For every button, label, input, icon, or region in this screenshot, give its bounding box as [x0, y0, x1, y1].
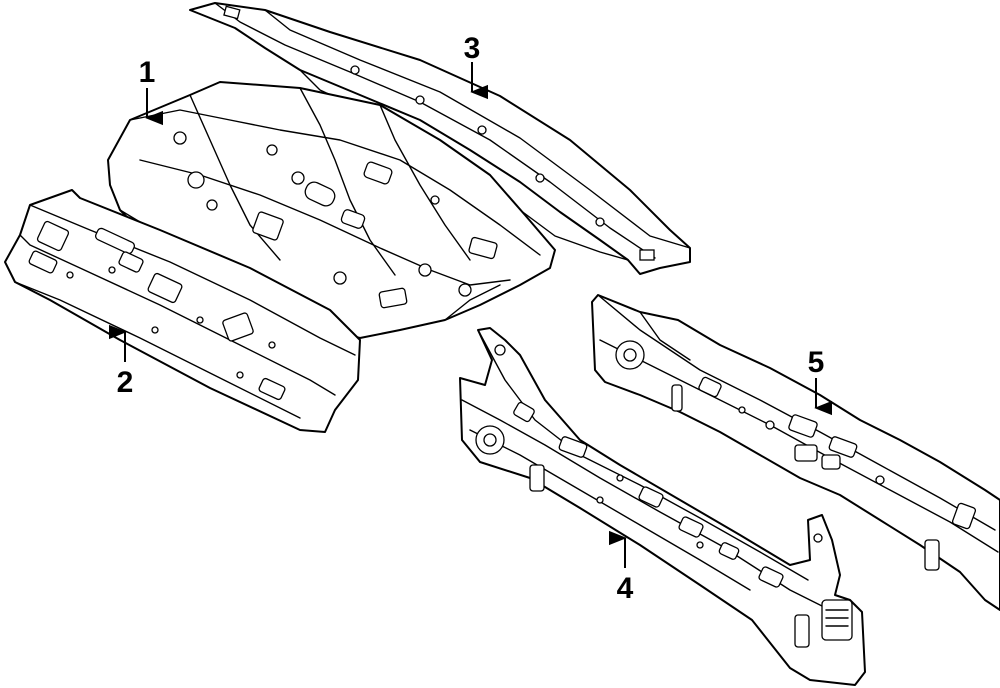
callout-4-label: 4: [617, 572, 634, 605]
callout-3: 3: [464, 32, 489, 100]
callout-2-label: 2: [117, 366, 134, 399]
part-5-rear-inner-panel[interactable]: [591, 294, 1000, 611]
callout-5: 5: [808, 346, 833, 416]
callout-2: 2: [108, 324, 134, 399]
part-2-floor-cross-member[interactable]: [4, 189, 361, 433]
part-4-rear-body-panel[interactable]: [459, 327, 866, 686]
callout-5-label: 5: [808, 346, 825, 379]
callout-4: 4: [608, 530, 634, 605]
part-3-upper-cross-rail[interactable]: [189, 2, 691, 275]
callout-3-label: 3: [464, 32, 481, 65]
callout-1: 1: [139, 56, 164, 126]
callout-1-label: 1: [139, 56, 156, 89]
